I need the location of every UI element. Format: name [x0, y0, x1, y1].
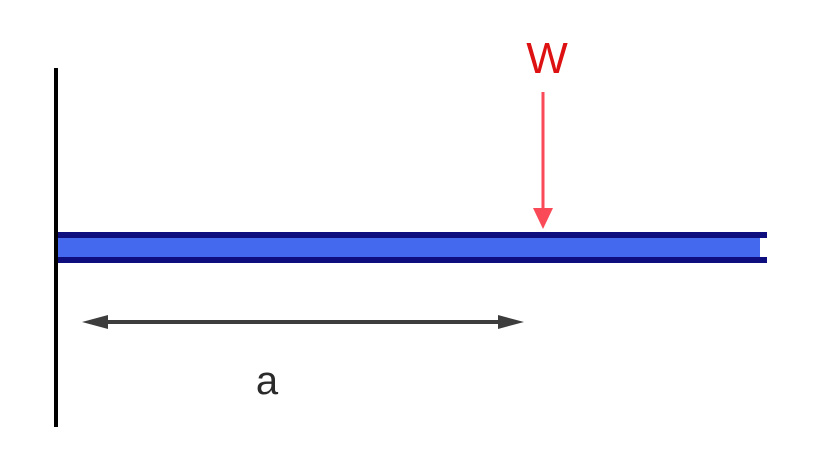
- beam: [58, 232, 767, 263]
- load-label: W: [526, 34, 568, 83]
- dimension-arrow-right-head: [498, 315, 524, 329]
- load-down-arrow-icon: [533, 92, 553, 229]
- dimension-arrow-left-head: [82, 315, 108, 329]
- dimension-label: a: [255, 359, 279, 403]
- load-arrow-head: [533, 208, 553, 229]
- dimension-double-arrow-icon: [82, 315, 524, 329]
- wall-support-line: [54, 68, 58, 427]
